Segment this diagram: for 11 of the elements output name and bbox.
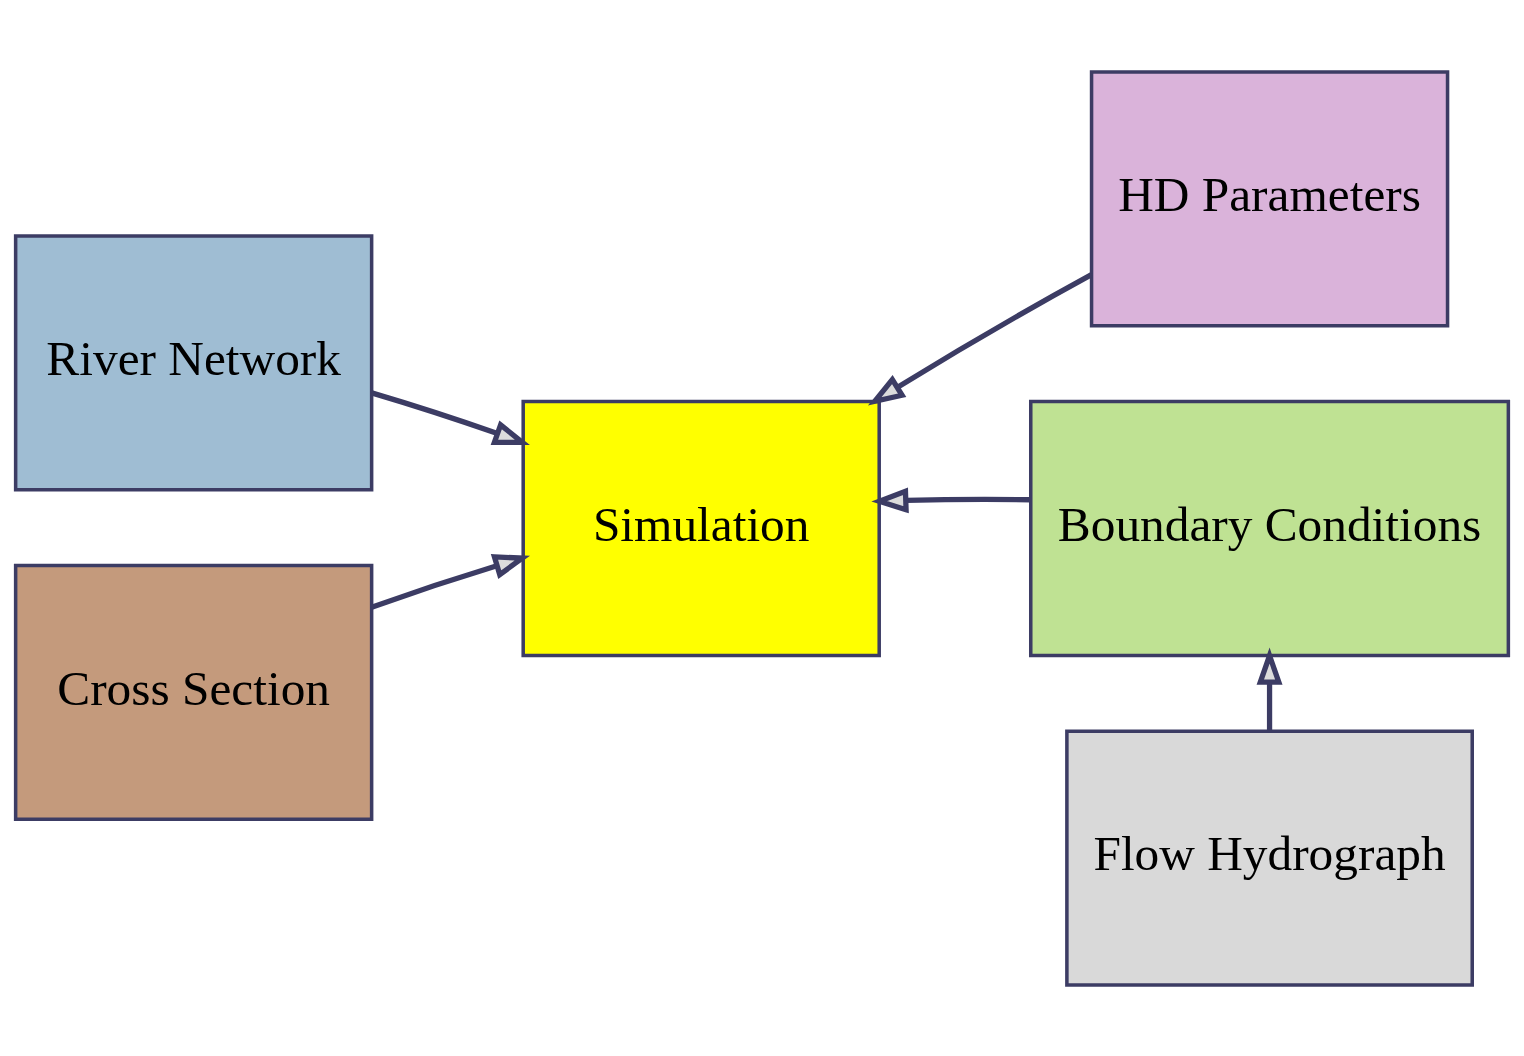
node-box: Flow Hydrograph xyxy=(1065,728,1474,987)
arrow xyxy=(871,486,1031,513)
arrow xyxy=(867,271,1093,405)
arrow xyxy=(1256,647,1283,731)
node-box: River Network xyxy=(13,233,374,491)
node-box: Cross Section xyxy=(13,563,374,821)
arrow xyxy=(370,389,530,445)
arrow xyxy=(370,553,531,610)
node-box: Simulation xyxy=(521,399,881,657)
node-box: HD Parameters xyxy=(1089,69,1450,328)
node-box: Boundary Conditions xyxy=(1029,399,1511,657)
